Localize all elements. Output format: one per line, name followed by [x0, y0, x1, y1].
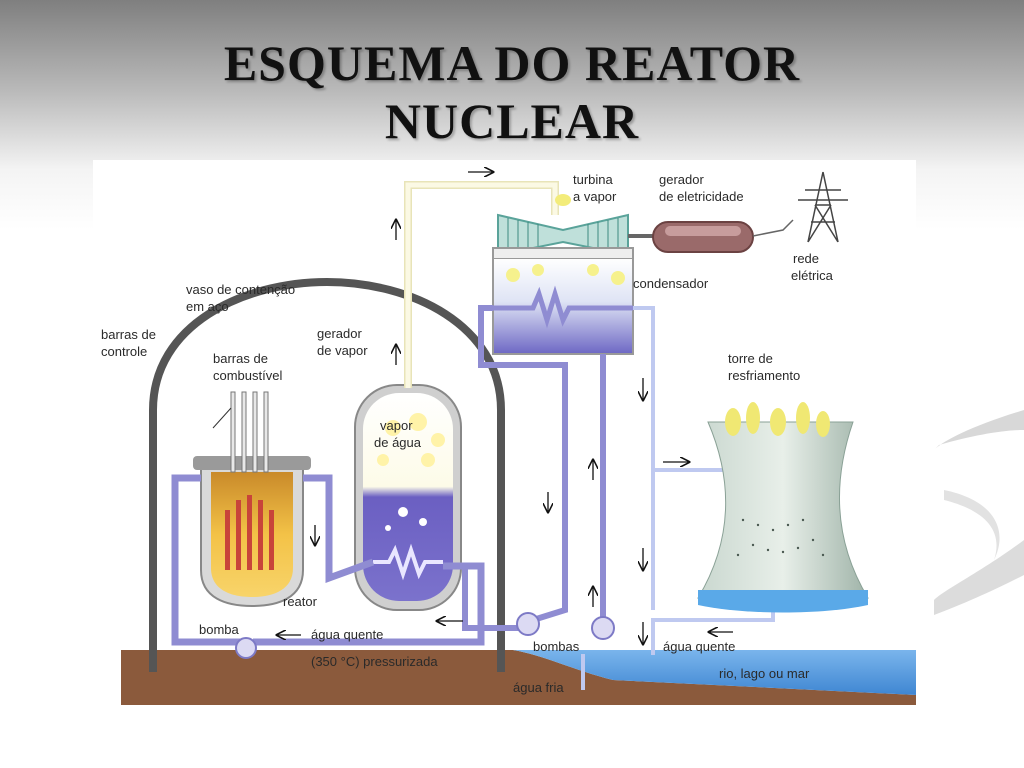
- label-gerador-vapor-2: de vapor: [317, 343, 368, 358]
- label-gerador-vapor-1: gerador: [317, 326, 362, 341]
- label-bombas: bombas: [533, 639, 580, 654]
- title-line-1: ESQUEMA DO REATOR: [223, 35, 801, 91]
- label-barras-controle-1: barras de: [101, 327, 156, 342]
- label-turbina-2: a vapor: [573, 189, 617, 204]
- reactor-diagram: turbina a vapor gerador de eletricidade …: [93, 160, 916, 720]
- label-barras-controle-2: controle: [101, 344, 147, 359]
- label-agua-fria: água fria: [513, 680, 564, 695]
- flow-arrows: [277, 172, 733, 644]
- label-barras-combustivel-2: combustível: [213, 368, 282, 383]
- secondary-loop-pipes: [462, 305, 606, 631]
- label-pressurizada: (350 °C) pressurizada: [311, 654, 438, 669]
- label-gerador-2: de eletricidade: [659, 189, 744, 204]
- label-vapor-2: de água: [374, 435, 422, 450]
- label-bomba: bomba: [199, 622, 240, 637]
- decorative-swoosh: [934, 410, 1024, 615]
- condenser: [492, 247, 634, 355]
- label-rio: rio, lago ou mar: [719, 666, 810, 681]
- label-vapor-1: vapor: [380, 418, 413, 433]
- label-vaso-1: vaso de contenção: [186, 282, 295, 297]
- label-barras-combustivel-1: barras de: [213, 351, 268, 366]
- pump-icon-1: [516, 612, 540, 636]
- power-pylon: [798, 171, 848, 243]
- label-agua-quente-right: água quente: [663, 639, 735, 654]
- label-rede-2: elétrica: [791, 268, 834, 283]
- reactor-diagram-svg: turbina a vapor gerador de eletricidade …: [101, 160, 916, 705]
- slide-title: ESQUEMA DO REATOR NUCLEAR: [0, 34, 1024, 150]
- label-rede-1: rede: [793, 251, 819, 266]
- label-turbina-1: turbina: [573, 172, 614, 187]
- reactor-vessel: [193, 391, 311, 608]
- label-torre-1: torre de: [728, 351, 773, 366]
- label-vaso-2: em aço: [186, 299, 229, 314]
- river-water: [513, 650, 916, 695]
- label-gerador-1: gerador: [659, 172, 704, 187]
- cooling-tower: [697, 402, 869, 613]
- electric-generator: [652, 219, 794, 253]
- primary-pump-icon: [235, 637, 257, 659]
- label-reator: reator: [283, 594, 318, 609]
- ground: [121, 650, 916, 705]
- steam-generator: [354, 384, 462, 611]
- label-torre-2: resfriamento: [728, 368, 800, 383]
- label-agua-quente-left: água quente: [311, 627, 383, 642]
- label-condensador: condensador: [633, 276, 709, 291]
- title-line-2: NUCLEAR: [384, 93, 640, 149]
- pump-icon-2: [591, 616, 615, 640]
